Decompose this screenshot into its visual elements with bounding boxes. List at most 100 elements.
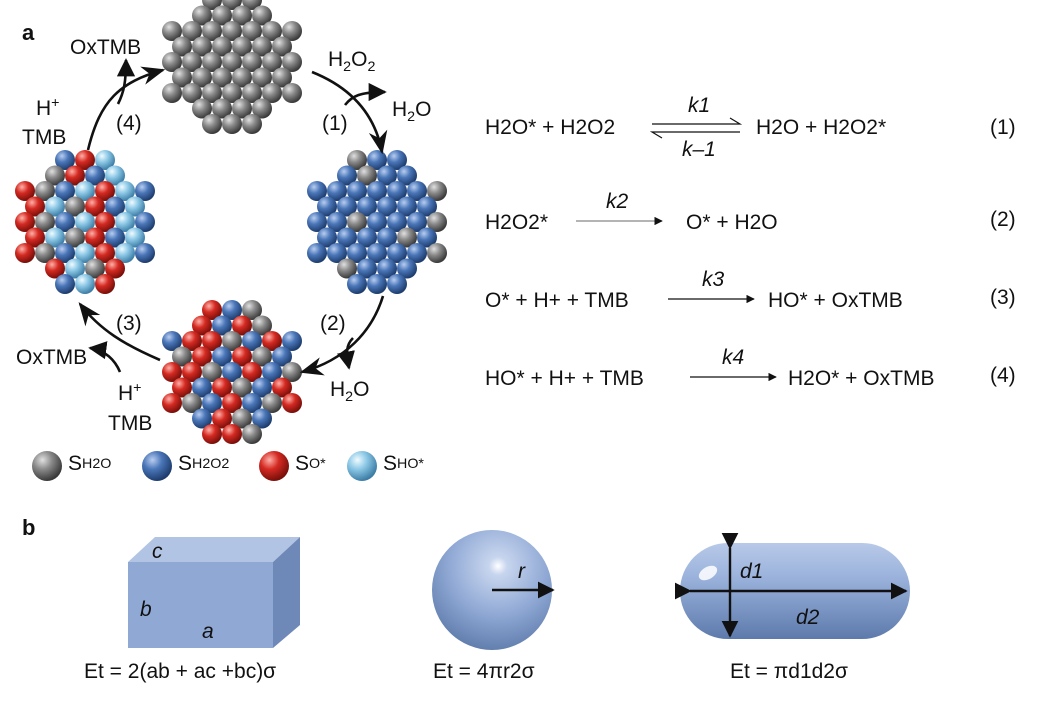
- atom: [347, 274, 367, 294]
- atom: [182, 21, 202, 41]
- atom: [262, 83, 282, 103]
- atom: [135, 243, 155, 263]
- atom: [212, 346, 232, 367]
- atom: [347, 181, 367, 201]
- atom: [182, 83, 202, 103]
- atom: [387, 181, 407, 201]
- atom: [232, 377, 252, 398]
- atom: [192, 377, 212, 398]
- atom: [25, 196, 45, 217]
- arrow-step2-side: [337, 337, 355, 370]
- atom: [417, 227, 437, 248]
- eq4-left: HO* + H+ + TMB: [485, 367, 644, 390]
- atom: [115, 181, 135, 201]
- label-oxtmb-top: OxTMB: [70, 36, 142, 59]
- atom: [222, 362, 242, 382]
- atom: [307, 243, 327, 263]
- label-tmb-top: TMB: [22, 126, 67, 149]
- cuboid-formula: Et = 2(ab + ac +bc)σ: [84, 660, 277, 683]
- panel-label-b: b: [22, 515, 36, 540]
- label-oxtmb-bottom: OxTMB: [16, 346, 88, 369]
- eq1-number: (1): [990, 116, 1016, 139]
- atom: [272, 67, 292, 88]
- eq4-number: (4): [990, 364, 1016, 387]
- atom: [65, 165, 85, 186]
- atom: [242, 114, 262, 134]
- atom: [135, 181, 155, 201]
- atom: [317, 196, 337, 217]
- atom: [55, 212, 75, 232]
- atom: [222, 300, 242, 320]
- eq2-left: H2O2*: [485, 211, 549, 234]
- arrow-step2: [299, 295, 385, 376]
- atom: [115, 243, 135, 263]
- atom: [242, 393, 262, 413]
- atom: [45, 227, 65, 248]
- atom: [75, 150, 95, 170]
- atom: [327, 181, 347, 201]
- eq2-number: (2): [990, 208, 1016, 231]
- atom: [252, 67, 272, 88]
- atom: [307, 212, 327, 232]
- atom: [202, 300, 222, 320]
- capsule-formula: Et = πd1d2σ: [730, 660, 848, 683]
- atom: [377, 258, 397, 279]
- atom: [242, 331, 262, 351]
- atom: [35, 212, 55, 232]
- arrow-step1-side: [343, 82, 387, 106]
- cycle-arrows: [78, 58, 388, 376]
- atom: [347, 150, 367, 170]
- atom: [135, 212, 155, 232]
- atom: [242, 362, 262, 382]
- arrow-step1: [311, 70, 388, 155]
- atom: [367, 181, 387, 201]
- atom: [397, 258, 417, 279]
- atom: [162, 21, 182, 41]
- atom: [367, 274, 387, 294]
- atom: [232, 5, 252, 26]
- atom: [65, 196, 85, 217]
- atom: [25, 227, 45, 248]
- atom: [212, 98, 232, 119]
- label-step-2: (2): [320, 312, 346, 335]
- atom: [222, 52, 242, 72]
- eq1-rate-reverse: k–1: [682, 138, 716, 161]
- eq1-left: H2O* + H2O2: [485, 116, 616, 139]
- atom: [15, 181, 35, 201]
- atom: [95, 243, 115, 263]
- atom: [337, 165, 357, 186]
- atom: [307, 181, 327, 201]
- atom: [85, 165, 105, 186]
- atom: [192, 5, 212, 26]
- atom: [162, 362, 182, 382]
- atom: [222, 424, 242, 444]
- atom: [222, 114, 242, 134]
- atom: [172, 377, 192, 398]
- atom: [202, 83, 222, 103]
- legend-ball-o: [259, 451, 289, 481]
- atom: [262, 52, 282, 72]
- atom: [202, 331, 222, 351]
- arrow-step4: [86, 66, 166, 151]
- atom: [242, 300, 262, 320]
- atom: [105, 165, 125, 186]
- atom: [212, 377, 232, 398]
- atom: [272, 377, 292, 398]
- atom: [222, 21, 242, 41]
- eq1-reverse-arrow: [649, 131, 740, 139]
- atom: [282, 393, 302, 413]
- atom: [357, 227, 377, 248]
- atom: [85, 227, 105, 248]
- eq3-left: O* + H+ + TMB: [485, 289, 629, 312]
- atom: [202, 362, 222, 382]
- atom: [387, 212, 407, 232]
- atom: [357, 165, 377, 186]
- atom: [252, 408, 272, 429]
- atom: [367, 243, 387, 263]
- atom: [337, 227, 357, 248]
- atom: [162, 393, 182, 413]
- atom: [182, 362, 202, 382]
